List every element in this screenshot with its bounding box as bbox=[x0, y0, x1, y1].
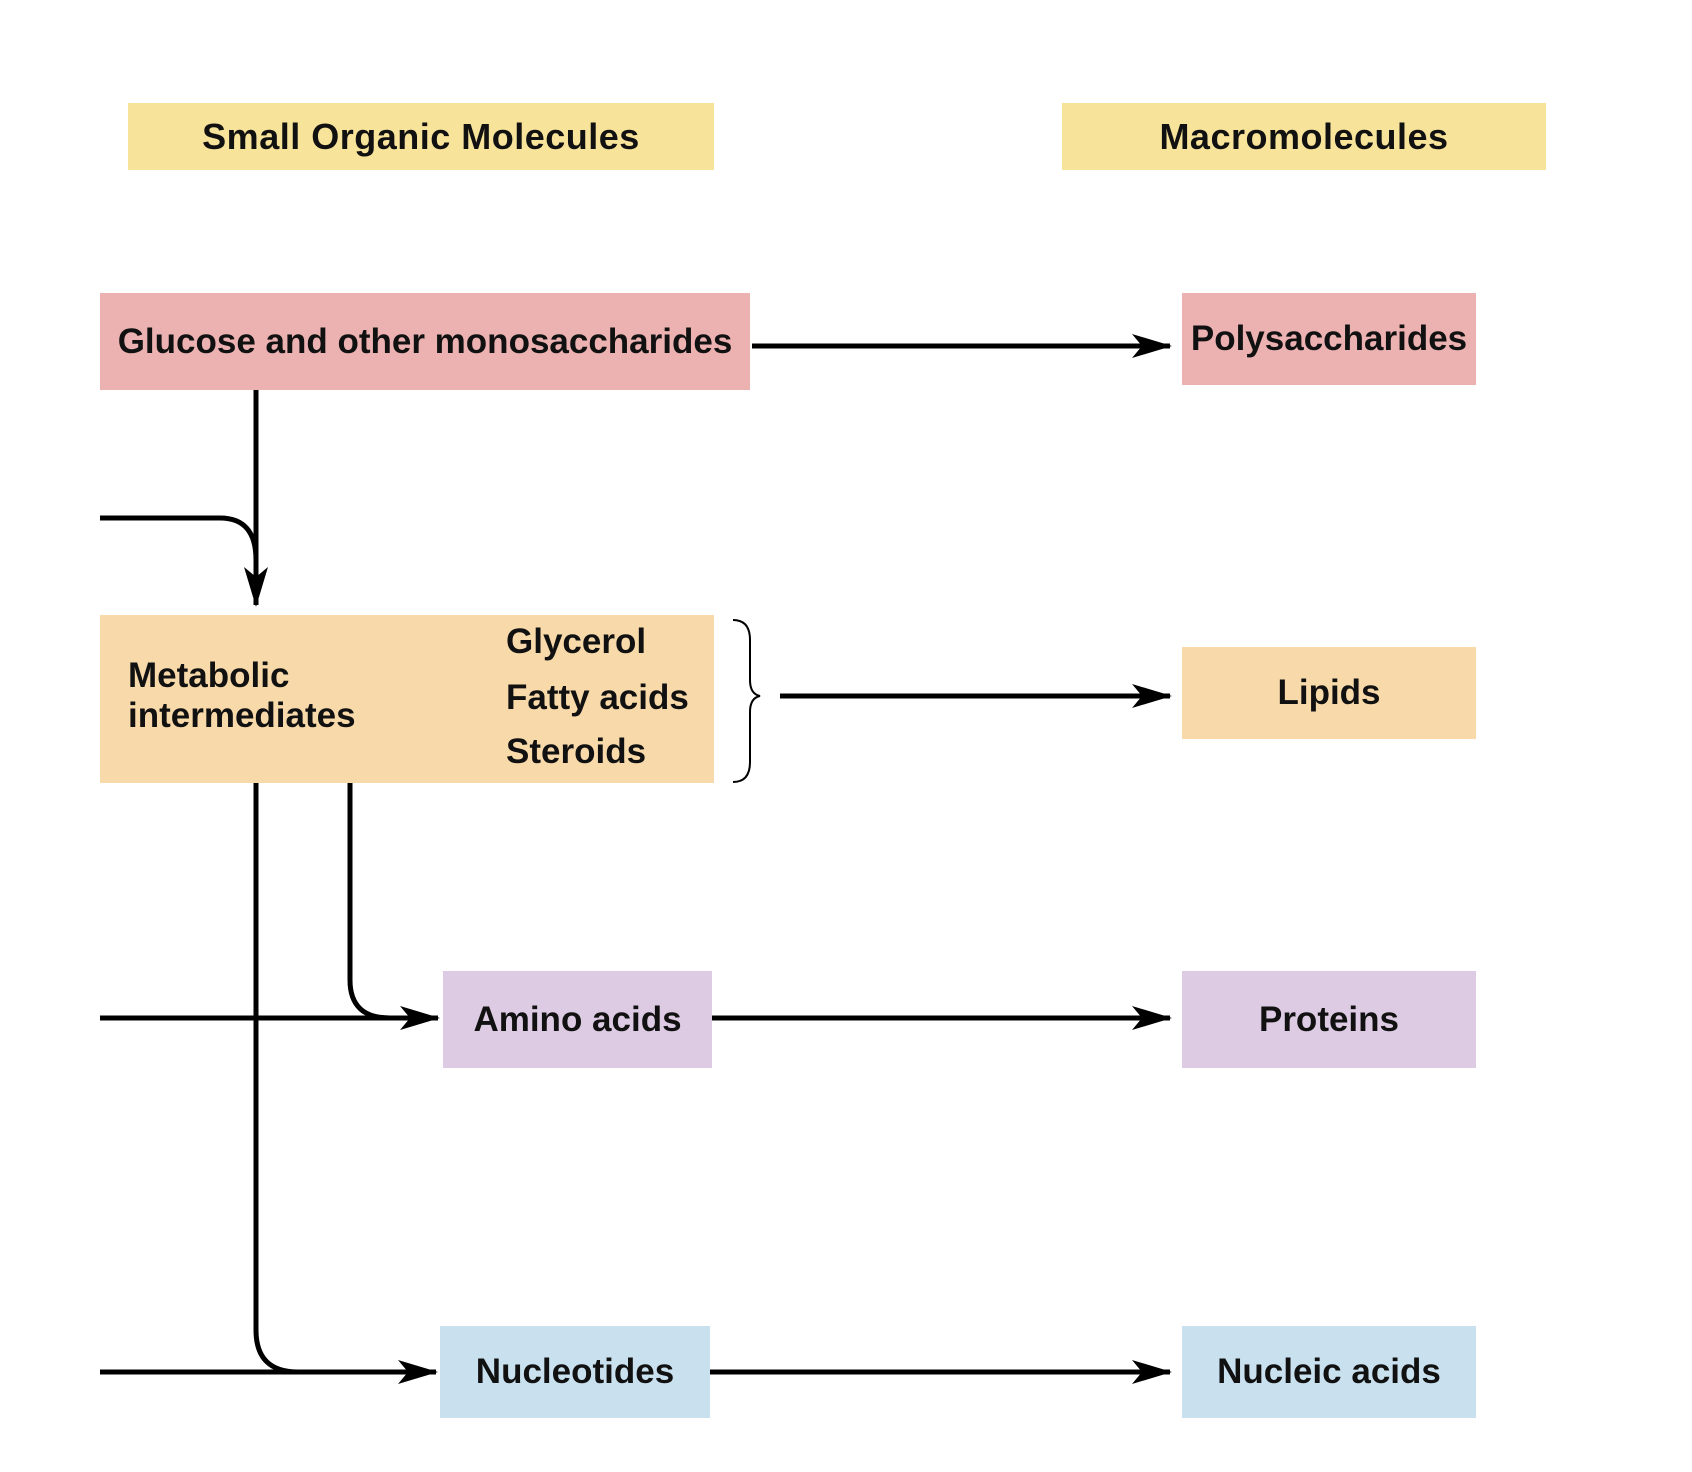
glycerol-label: Glycerol bbox=[506, 622, 647, 661]
header-macromolecules: Macromolecules bbox=[1062, 103, 1546, 170]
header-small-organic-molecules: Small Organic Molecules bbox=[128, 103, 714, 170]
node-metabolic-intermediates bbox=[100, 615, 714, 783]
nucleic-acids-label: Nucleic acids bbox=[1217, 1352, 1441, 1391]
node-lipids: Lipids bbox=[1182, 647, 1476, 739]
header-small-label: Small Organic Molecules bbox=[202, 115, 640, 157]
node-nucleotides: Nucleotides bbox=[440, 1326, 710, 1418]
node-polysaccharides: Polysaccharides bbox=[1182, 293, 1476, 385]
amino-acids-label: Amino acids bbox=[473, 999, 682, 1039]
incoming-line-metabolic bbox=[100, 515, 259, 561]
metabolic-label-line1: Metabolic bbox=[128, 656, 290, 695]
line-metabolic-to-nucleotides bbox=[253, 783, 299, 1375]
header-macro-label: Macromolecules bbox=[1159, 115, 1449, 157]
lipids-label: Lipids bbox=[1277, 673, 1381, 712]
node-glucose: Glucose and other monosaccharides bbox=[100, 293, 750, 390]
node-proteins: Proteins bbox=[1182, 971, 1476, 1068]
node-nucleic-acids: Nucleic acids bbox=[1182, 1326, 1476, 1418]
fatty-acids-label: Fatty acids bbox=[506, 678, 689, 717]
lipid-brace bbox=[732, 619, 761, 783]
node-amino-acids: Amino acids bbox=[443, 971, 712, 1068]
steroids-label: Steroids bbox=[506, 732, 647, 771]
metabolic-label-line2: intermediates bbox=[128, 696, 356, 735]
glucose-label: Glucose and other monosaccharides bbox=[117, 321, 733, 361]
polysaccharides-label: Polysaccharides bbox=[1190, 319, 1468, 358]
line-metabolic-to-amino bbox=[347, 783, 391, 1021]
metabolic-intermediates-label: Metabolic intermediates bbox=[128, 656, 356, 736]
nucleotides-label: Nucleotides bbox=[475, 1352, 675, 1391]
proteins-label: Proteins bbox=[1258, 999, 1400, 1039]
